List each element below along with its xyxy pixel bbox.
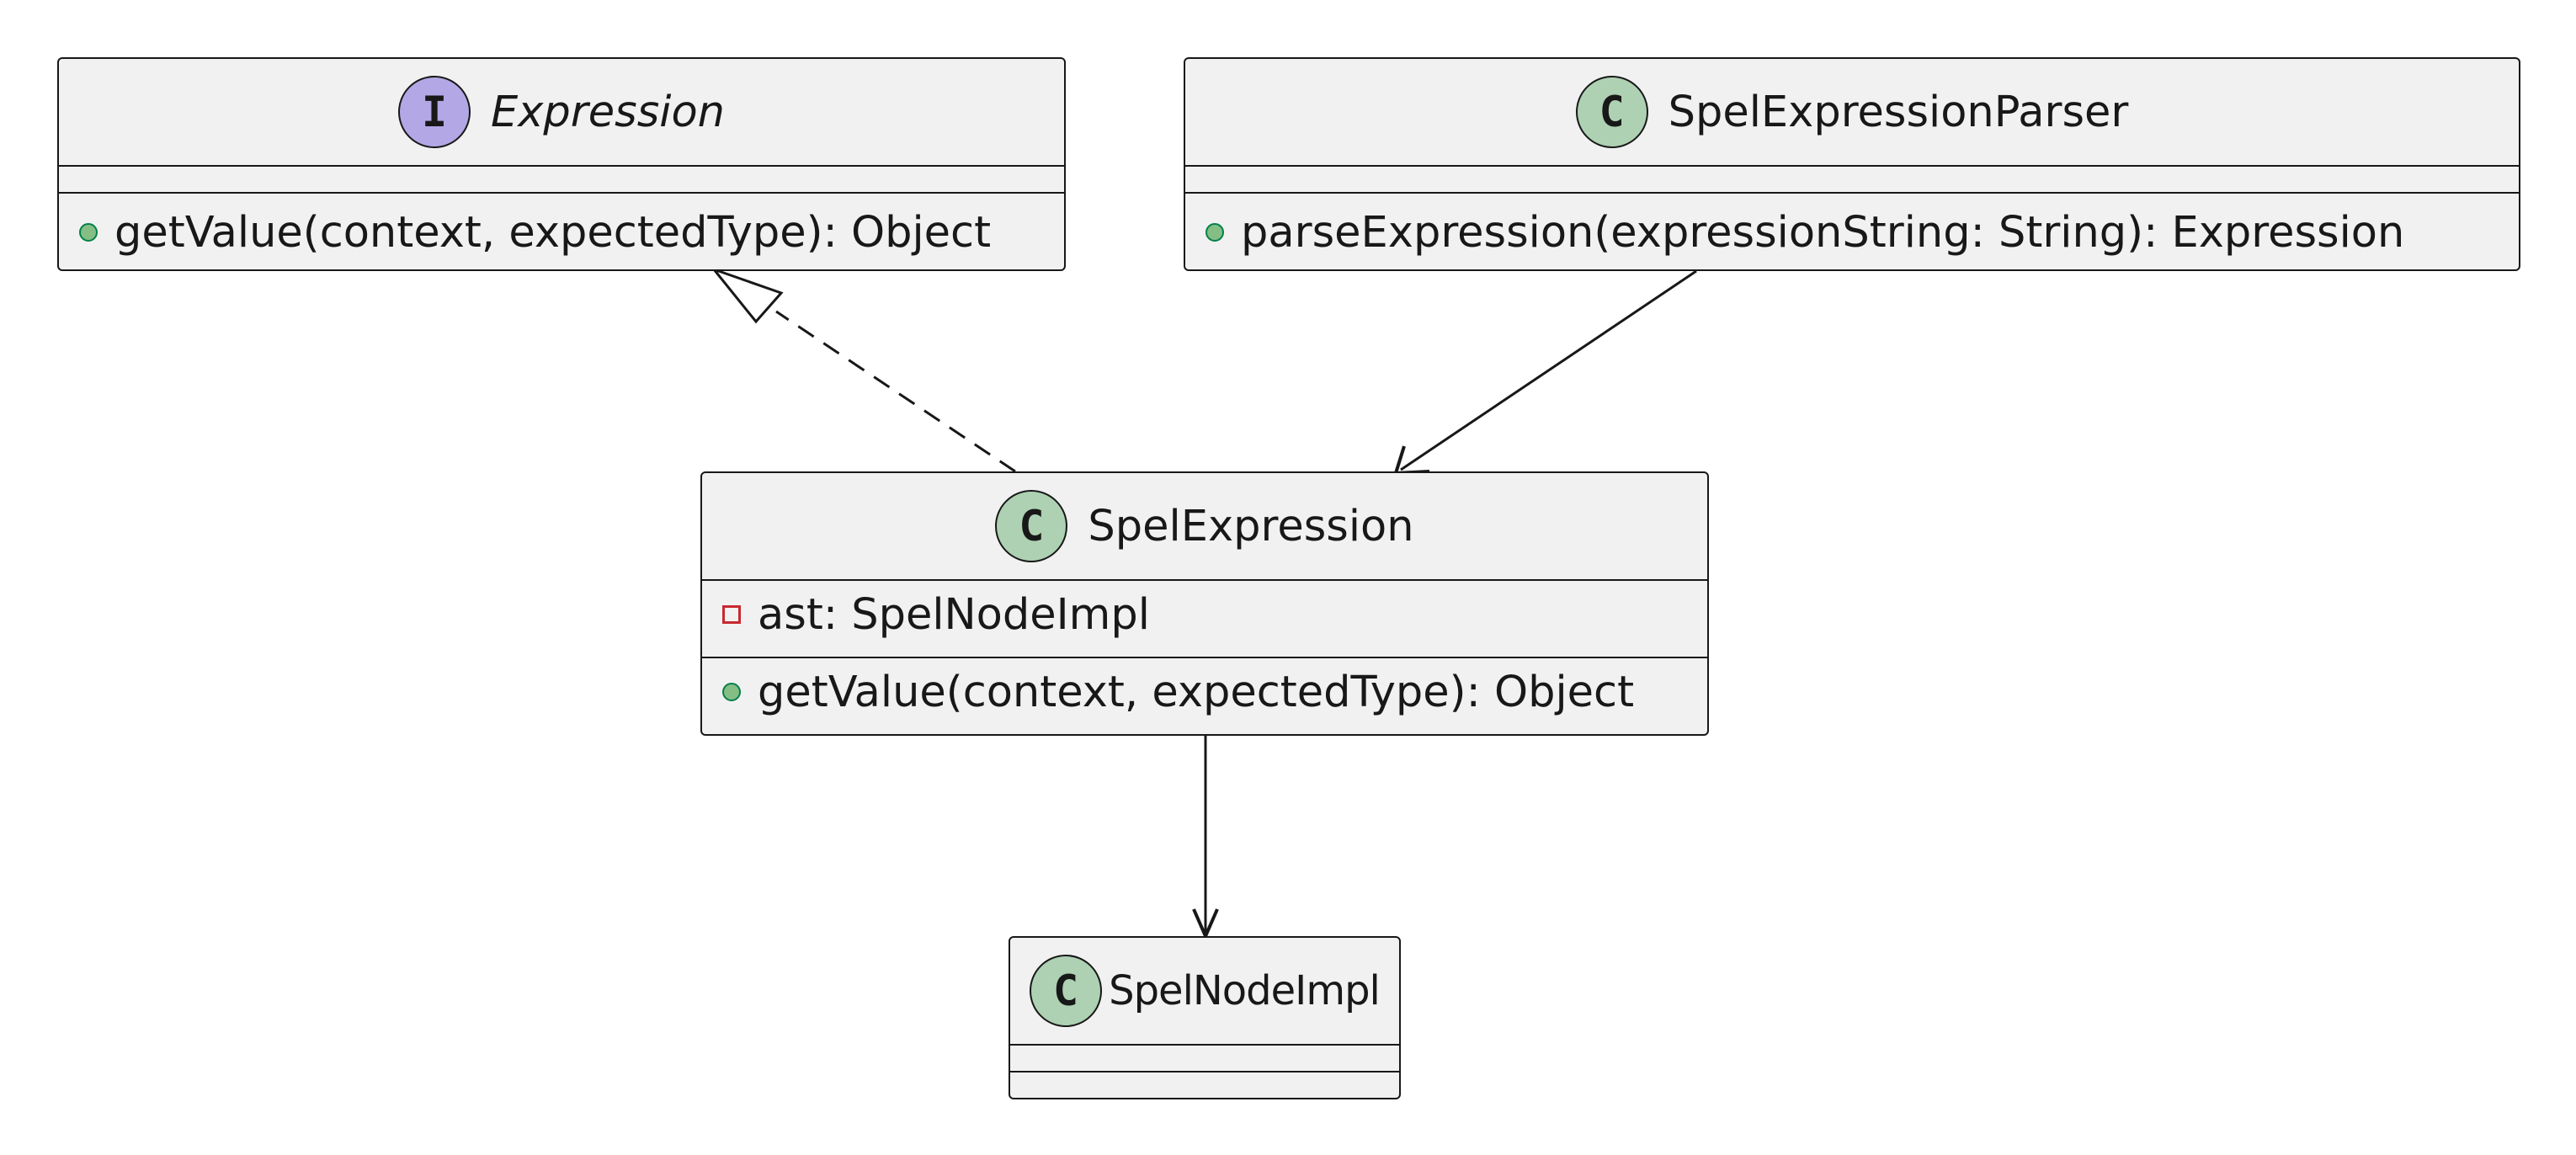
- divider: [59, 165, 1064, 167]
- divider: [1010, 1071, 1399, 1072]
- class-name: Expression: [491, 87, 725, 137]
- method-signature: getValue(context, expectedType): Object: [114, 207, 992, 258]
- public-visibility-icon: [1206, 223, 1224, 242]
- divider: [59, 192, 1064, 194]
- divider: [1185, 192, 2519, 194]
- class-node-impl-header: C SpelNodeImpl: [1010, 938, 1399, 1044]
- method-signature: parseExpression(expressionString: String…: [1241, 207, 2405, 258]
- public-visibility-icon: [722, 683, 741, 701]
- class-icon: C: [995, 490, 1068, 562]
- class-name: SpelNodeImpl: [1109, 967, 1381, 1014]
- method-row: getValue(context, expectedType): Object: [79, 205, 991, 259]
- class-icon: C: [1030, 955, 1103, 1027]
- class-spel-node-impl[interactable]: C SpelNodeImpl: [1009, 936, 1401, 1099]
- class-spel-expression-header: C SpelExpression: [702, 473, 1707, 579]
- interface-icon: I: [398, 76, 471, 148]
- class-name: SpelExpression: [1088, 501, 1414, 551]
- realization-arrowhead: [710, 266, 784, 324]
- divider: [702, 657, 1707, 658]
- class-expression[interactable]: I Expression getValue(context, expectedT…: [57, 57, 1066, 271]
- divider: [1010, 1044, 1399, 1046]
- class-name: SpelExpressionParser: [1668, 87, 2129, 137]
- class-icon: C: [1575, 76, 1648, 148]
- private-visibility-icon: [722, 605, 741, 624]
- class-expression-header: I Expression: [59, 59, 1064, 165]
- class-parser-header: C SpelExpressionParser: [1185, 59, 2519, 165]
- field-row: ast: SpelNodeImpl: [722, 588, 1150, 641]
- divider: [702, 579, 1707, 581]
- parser-to-expression-edge: [1400, 269, 1697, 471]
- class-spel-expression-parser[interactable]: C SpelExpressionParser parseExpression(e…: [1184, 57, 2520, 271]
- field-signature: ast: SpelNodeImpl: [758, 589, 1150, 640]
- class-spel-expression[interactable]: C SpelExpression ast: SpelNodeImpl getVa…: [700, 471, 1709, 736]
- public-visibility-icon: [79, 223, 98, 242]
- realization-edge: [775, 310, 1016, 473]
- method-row: getValue(context, expectedType): Object: [722, 665, 1634, 719]
- method-signature: getValue(context, expectedType): Object: [758, 667, 1635, 717]
- method-row: parseExpression(expressionString: String…: [1206, 205, 2404, 259]
- divider: [1185, 165, 2519, 167]
